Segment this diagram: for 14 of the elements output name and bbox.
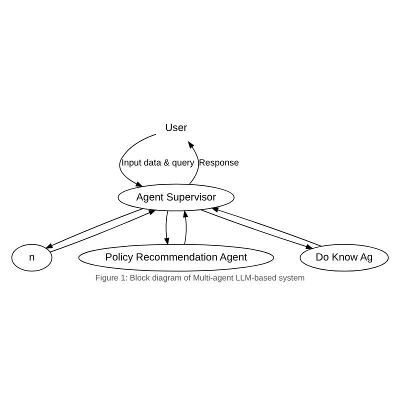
arrow — [164, 210, 170, 245]
edge-label: Response — [198, 156, 239, 167]
node-text: User — [165, 122, 188, 134]
arrow — [183, 209, 188, 244]
arrow — [200, 208, 314, 249]
edge-label: Input data & query — [122, 156, 194, 167]
node-ellipse: Policy Recommendation Agent — [78, 244, 274, 272]
arrow — [50, 209, 156, 252]
node-ellipse: Agent Supervisor — [118, 183, 235, 211]
arrow — [210, 207, 322, 246]
arrow — [119, 133, 156, 186]
arrow — [45, 208, 144, 248]
caption: Figure 1: Block diagram of Multi-agent LLM-based system — [95, 273, 305, 282]
arrow — [188, 140, 199, 184]
